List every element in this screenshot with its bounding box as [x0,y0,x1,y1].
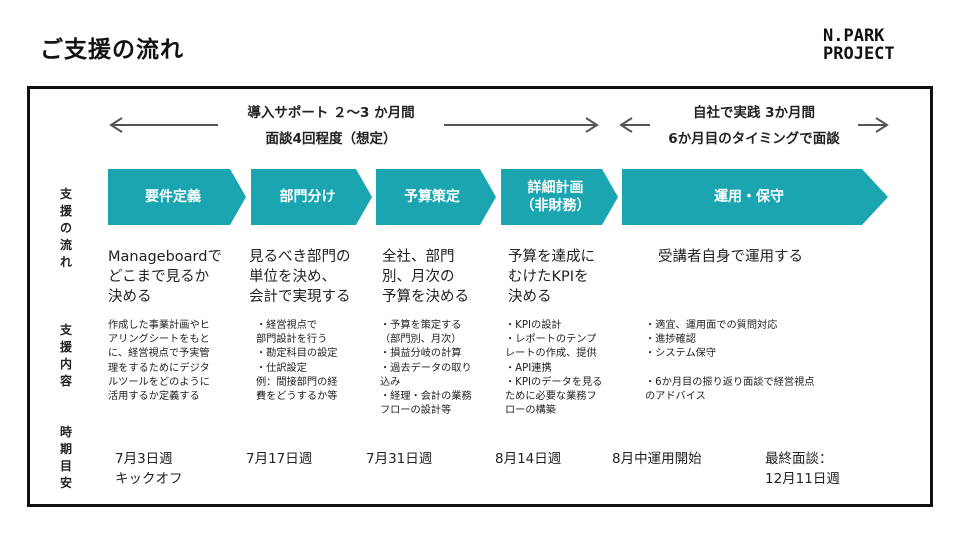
step-5-content: ・適宜、運用面での質問対応 ・進捗確認 ・システム保守 ・6か月目の振り返り面談… [645,320,815,403]
step-4-content: ・KPIの設計 ・レポートのテンプ レートの作成、提供 ・API連携 ・KPIの… [505,320,603,417]
row-label-flow: 支 援 の 流 れ [59,187,72,269]
logo-mark: N.PARK PROJECT [823,26,895,64]
step-2-name: 部門分け [279,189,336,205]
final-meeting-timing: 最終面談： 12月11日週 [765,451,840,487]
company-logo: N.PARK PROJECT [823,26,938,64]
step-1-content: 作成した事業計画やヒ アリングシートをもと に、経営視点で予実管 理をするために… [108,320,210,403]
step-3-name: 予算策定 [404,189,460,205]
self-period-label: 自社で実践 3か月間 6か月目のタイミングで面談 [650,100,858,152]
step-1-timing: 7月3日週 キックオフ [115,451,183,487]
step-4-timing: 8月14日週 [495,451,562,467]
step-2-content: ・経営視点で 部門設計を行う ・勘定科目の設定 ・仕訳設定 例：間接部門の経 費… [256,320,338,403]
step-3-timing: 7月31日週 [366,451,433,467]
support-period-label: 導入サポート ２〜3 か月間 面談4回程度（想定） [218,100,444,152]
step-2-flow: 見るべき部門の 単位を決め、 会計で実現する [249,249,351,305]
support-period-line2: 面談4回程度（想定） [265,131,397,147]
self-period-line2: 6か月目のタイミングで面談 [668,131,840,147]
step-5-flow: 受講者自身で運用する [658,249,803,265]
step-3-content: ・予算を策定する （部門別、月次） ・損益分岐の計算 ・過去データの取り 込み … [380,320,472,417]
process-frame [27,86,933,507]
row-label-content: 支 援 内 容 [59,323,72,388]
step-3-flow: 全社、部門 別、月次の 予算を決める [382,249,469,305]
step-2-timing: 7月17日週 [246,451,313,467]
step-4-name: 詳細計画 （非財務） [520,180,591,214]
support-period-line1: 導入サポート ２〜3 か月間 [247,105,415,121]
row-label-timing: 時 期 目 安 [59,425,72,490]
logo-line1: N.PARK [823,26,885,46]
logo-line2: PROJECT [823,44,895,62]
step-5-timing: 8月中運用開始 [612,451,702,467]
step-1-name: 要件定義 [145,189,201,205]
step-4-flow: 予算を達成に むけたKPIを 決める [508,249,595,305]
self-period-line1: 自社で実践 3か月間 [692,105,816,121]
step-1-flow: Manageboardで どこまで見るか 決める [108,249,222,305]
page-title: ご支援の流れ [40,37,184,63]
step-5-name: 運用・保守 [714,189,784,205]
